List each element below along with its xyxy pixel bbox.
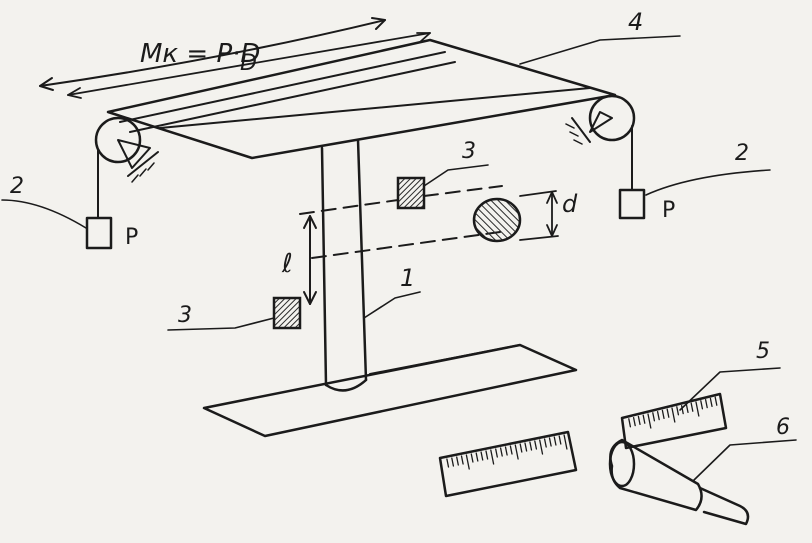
label-6: 6 [776, 415, 790, 440]
rod-right-edge [356, 138, 368, 382]
base-plate-outline [202, 343, 578, 438]
leader-3-bottom [167, 317, 275, 331]
drum-inner-line [119, 51, 446, 123]
d-extension-top [519, 190, 557, 197]
leader-2-right [645, 169, 771, 196]
base-plate [202, 343, 578, 438]
label-2-right: 2 [735, 141, 749, 166]
right-weight-label: P [662, 198, 675, 223]
right-support-hatch [565, 123, 583, 145]
section-line-upper-left [299, 199, 399, 215]
leader-1 [363, 291, 421, 319]
leader-2-left [1, 199, 87, 229]
gauge-block-top [396, 176, 426, 210]
ruler-middle-body [438, 430, 578, 498]
rod-cross-section: d [472, 190, 578, 243]
right-pulley-wheel [588, 94, 636, 142]
gauge-sections: 3 3 [167, 139, 503, 331]
leader-6 [693, 439, 797, 481]
moment-arrow [39, 19, 386, 87]
leader-4-group: 4 [519, 8, 681, 65]
left-weight [85, 216, 113, 250]
label-4: 4 [628, 8, 643, 36]
rod-left-edge [320, 146, 328, 387]
left-support-hatch [131, 162, 155, 183]
micrometer-barrel [609, 438, 703, 512]
moment-formula: Mк = P·D [39, 17, 386, 91]
formula-text: Mк = P·D [140, 39, 260, 69]
left-pulley: P 2 [1, 116, 159, 250]
label-2-left: 2 [10, 174, 24, 199]
l-arrowhead-bottom [303, 291, 317, 305]
ruler-middle-ticks [446, 434, 568, 470]
label-3-top: 3 [462, 139, 476, 164]
leader-3-top [423, 164, 489, 187]
micrometer-6: 6 [608, 415, 797, 526]
right-pulley: P 2 [565, 94, 771, 223]
left-pulley-wheel [94, 116, 142, 164]
base-plate-back-edge [369, 344, 521, 375]
right-weight [618, 188, 646, 220]
D-arrowhead-right [416, 32, 431, 43]
micrometer-spindle [698, 486, 750, 526]
ruler-middle [438, 430, 578, 498]
right-pulley-support [589, 111, 613, 133]
right-support-base [571, 117, 591, 143]
rod-bottom [324, 378, 368, 392]
label-1: 1 [400, 264, 415, 292]
section-line-lower [311, 231, 501, 259]
label-5: 5 [756, 339, 770, 364]
d-arrowhead-top [546, 191, 558, 204]
specimen-rod: 1 [320, 138, 421, 392]
micrometer-end-face [608, 440, 636, 488]
D-arrow-line [67, 32, 431, 96]
left-support-base [127, 151, 159, 177]
ruler-5-ticks [628, 396, 718, 429]
d-arrowhead-bottom [546, 224, 558, 237]
drum-inner-line-2 [129, 61, 456, 133]
drum-front-edge [159, 87, 591, 129]
label-3-bottom: 3 [178, 303, 192, 328]
moment-arrowhead-right [371, 17, 386, 30]
gauge-block-bottom [272, 296, 302, 330]
cross-section-circle [472, 197, 522, 243]
label-d: d [562, 190, 578, 218]
section-line-upper-right [423, 185, 503, 197]
ruler-5: 5 [620, 339, 781, 450]
diameter-dimension: D [67, 32, 431, 99]
D-arrowhead-left [67, 87, 82, 99]
left-pulley-support [117, 139, 151, 169]
leader-4 [519, 35, 681, 65]
leader-5 [679, 367, 781, 411]
l-arrowhead-top [303, 215, 317, 229]
left-weight-label: P [125, 225, 138, 250]
gauge-length: ℓ [281, 215, 317, 305]
moment-arrowhead-left [39, 77, 54, 91]
label-l: ℓ [281, 249, 293, 279]
